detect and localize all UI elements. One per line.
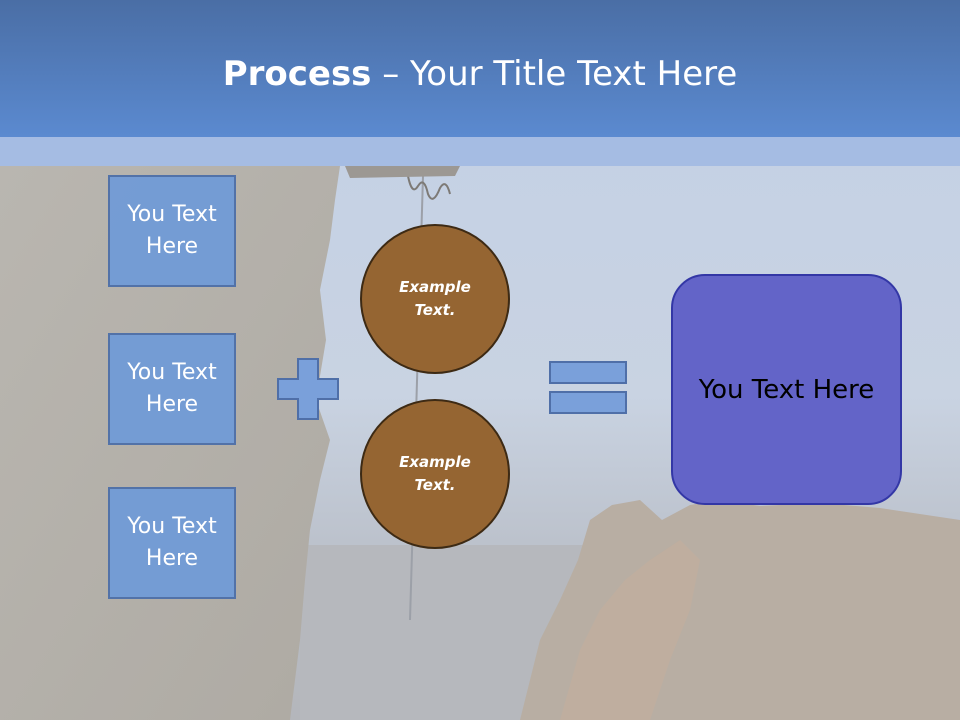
title-rest: – Your Title Text Here — [371, 54, 738, 94]
title-bold: Process — [222, 54, 372, 94]
title-bar — [0, 0, 960, 137]
example-circle-1[interactable]: Example Text. — [360, 224, 510, 374]
input-box-1-label: You Text Here — [127, 202, 217, 259]
input-box-3[interactable]: You Text Here — [108, 487, 236, 599]
input-box-1[interactable]: You Text Here — [108, 175, 236, 287]
example-circle-2-label: Example Text. — [399, 453, 471, 494]
result-box-label: You Text Here — [698, 374, 875, 405]
input-box-2-label: You Text Here — [127, 360, 217, 417]
plus-icon — [277, 358, 339, 420]
example-circle-1-label: Example Text. — [399, 278, 471, 319]
title-bar-band — [0, 137, 960, 166]
slide-title[interactable]: Process – Your Title Text Here — [0, 52, 960, 96]
result-box[interactable]: You Text Here — [671, 274, 902, 505]
input-box-3-label: You Text Here — [127, 514, 217, 571]
example-circle-2[interactable]: Example Text. — [360, 399, 510, 549]
equals-icon — [549, 361, 627, 414]
input-box-2[interactable]: You Text Here — [108, 333, 236, 445]
